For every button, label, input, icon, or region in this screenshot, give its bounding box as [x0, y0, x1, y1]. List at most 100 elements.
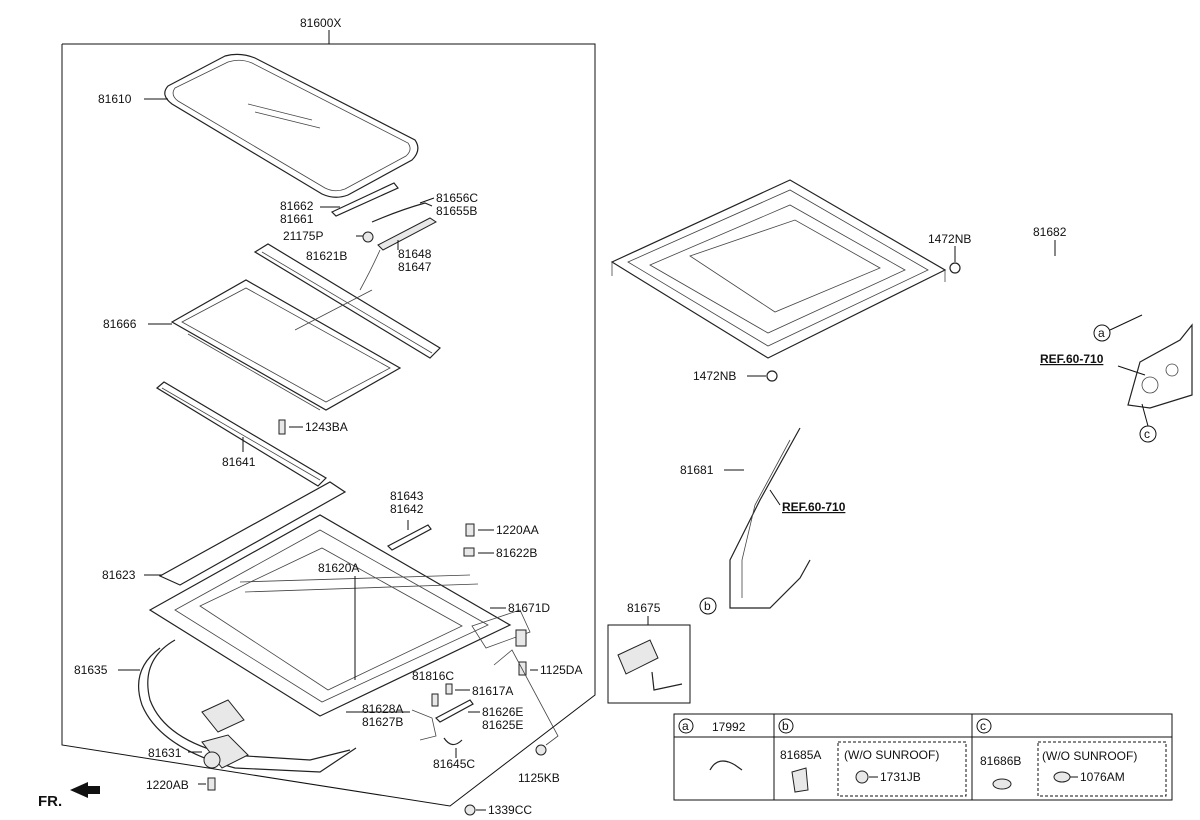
sunshade-81666 — [170, 279, 402, 411]
cable-guide-81626E — [435, 699, 474, 723]
legend-a-letter: a — [682, 719, 689, 733]
clip-81617A — [445, 683, 453, 695]
bolt-1125KB — [535, 744, 547, 756]
front-rail-81621B — [253, 243, 441, 359]
wind-deflector-arm — [371, 202, 437, 251]
label-1220AB: 1220AB — [146, 778, 189, 792]
legend-c-letter: c — [980, 719, 986, 733]
label-81647: 81647 — [398, 260, 432, 274]
sunroof-motor-81631 — [201, 699, 249, 769]
glass-panel — [164, 53, 419, 198]
label-81656C: 81656C — [436, 191, 478, 205]
label-81610: 81610 — [98, 92, 132, 106]
nut-81622B — [463, 547, 475, 557]
label-1125DA: 1125DA — [540, 663, 582, 677]
plug-1731JB-icon — [855, 770, 869, 784]
label-21175P: 21175P — [283, 229, 323, 243]
clip-81645C — [443, 737, 463, 746]
label-81628A: 81628A — [362, 702, 403, 716]
deflector-strip — [330, 182, 399, 217]
assembly-boundary — [61, 43, 596, 807]
callout-b-circle — [699, 597, 717, 615]
label-81682: 81682 — [1033, 225, 1067, 239]
label-81625E: 81625E — [482, 718, 523, 732]
legend-c-variant-box — [1037, 741, 1167, 797]
callout-b-letter: b — [704, 599, 711, 613]
clip-17992-icon — [709, 760, 743, 771]
legend-b-variant-box — [837, 741, 967, 797]
rear-pillar-section — [1127, 323, 1193, 409]
label-81626E: 81626E — [482, 705, 523, 719]
grommet-81686B-icon — [992, 778, 1012, 790]
drain-hose-81682 — [961, 255, 1151, 351]
drain-grommet-1472NB-mid — [766, 370, 778, 382]
legend-b-variant-title: (W/O SUNROOF) — [844, 748, 939, 762]
legend-b-part: 81685A — [780, 748, 821, 762]
label-1472NB-top: 1472NB — [928, 232, 971, 246]
callout-a-circle — [1093, 324, 1111, 342]
label-81661: 81661 — [280, 212, 314, 226]
label-81645C: 81645C — [433, 757, 475, 771]
plug-1076AM-icon — [1053, 771, 1071, 783]
nut-1339CC — [464, 804, 476, 816]
bolt-1125DA — [518, 661, 527, 676]
label-81643: 81643 — [390, 489, 424, 503]
legend-b-circle — [778, 718, 794, 734]
label-81671D: 81671D — [508, 601, 550, 615]
label-81666: 81666 — [103, 317, 137, 331]
bolt-1220AA — [465, 523, 475, 537]
front-direction-label: FR. — [38, 793, 62, 810]
callout-a-letter: a — [1098, 326, 1105, 340]
ref-label-top: REF.60-710 — [1040, 352, 1104, 366]
manual-crank-81675 — [617, 639, 683, 691]
label-81623: 81623 — [102, 568, 136, 582]
legend-b-variant-part: 1731JB — [880, 770, 921, 784]
legend-table: a 17992 b 81685A (W/O SUNROOF) 1731JB c … — [673, 713, 1173, 801]
label-1339CC: 1339CC — [488, 803, 532, 817]
label-81622B: 81622B — [496, 546, 537, 560]
label-81631: 81631 — [148, 746, 182, 760]
part-81643 — [386, 524, 432, 551]
label-81641: 81641 — [222, 455, 256, 469]
label-81681: 81681 — [680, 463, 714, 477]
legend-c-circle — [976, 718, 992, 734]
label-81816C: 81816C — [412, 669, 454, 683]
a-pillar-section — [729, 427, 811, 609]
drain-grommet-1472NB-top — [949, 262, 961, 274]
part-box-81675 — [607, 624, 691, 704]
label-81627B: 81627B — [362, 715, 403, 729]
roof-drain-frame — [610, 179, 947, 359]
label-81621B: 81621B — [306, 249, 347, 263]
label-1125KB: 1125KB — [518, 771, 560, 785]
front-direction-arrow-icon — [70, 782, 100, 798]
ref-label-bottom: REF.60-710 — [782, 500, 846, 514]
bolt-81816C — [431, 693, 439, 707]
label-81617A: 81617A — [472, 684, 513, 698]
legend-c-variant-part: 1076AM — [1080, 770, 1125, 784]
assembly-label: 81600X — [300, 16, 341, 30]
label-81655B: 81655B — [436, 204, 477, 218]
label-81662: 81662 — [280, 199, 314, 213]
legend-c-variant-title: (W/O SUNROOF) — [1042, 749, 1137, 763]
bolt-1220AB — [207, 777, 216, 791]
label-81675: 81675 — [627, 601, 661, 615]
rear-trim-81641 — [155, 381, 327, 487]
legend-c-part: 81686B — [980, 754, 1021, 768]
label-81635: 81635 — [74, 663, 108, 677]
label-1243BA: 1243BA — [305, 420, 348, 434]
legend-a-part: 17992 — [712, 720, 746, 734]
legend-b-letter: b — [782, 719, 789, 733]
label-81648: 81648 — [398, 247, 432, 261]
bracket-81671D — [515, 629, 527, 647]
callout-c-letter: c — [1144, 427, 1150, 441]
legend-a-circle — [678, 718, 694, 734]
label-1472NB-mid: 1472NB — [693, 369, 736, 383]
sunroof-frame-81623 — [148, 481, 512, 717]
screw-21175P — [362, 231, 374, 243]
label-81620A: 81620A — [318, 561, 359, 575]
label-81642: 81642 — [390, 502, 424, 516]
bolt-1243BA — [278, 419, 286, 435]
label-1220AA: 1220AA — [496, 523, 539, 537]
grommet-81685A-icon — [791, 767, 809, 793]
